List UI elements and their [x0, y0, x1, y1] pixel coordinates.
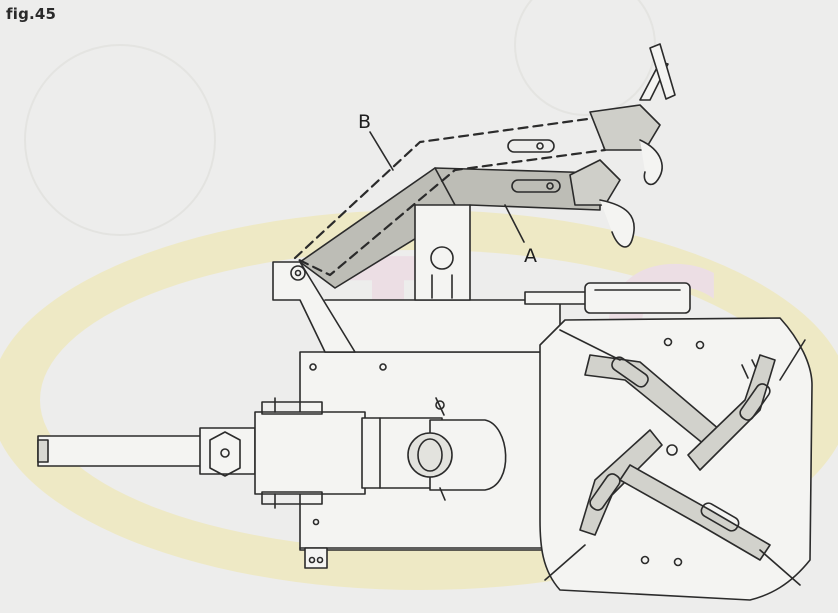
callout-b: B: [358, 111, 371, 133]
turntable-slots: [544, 329, 806, 586]
clamp-jaw-upper-right: [687, 354, 776, 471]
arm-position-a: [299, 159, 635, 301]
arm-b-tool-head: [507, 43, 676, 186]
leader-line-a: [504, 204, 525, 243]
bead-breaker-head: [407, 397, 507, 501]
figure-number: fig.45: [6, 5, 57, 23]
leader-line-b: [369, 131, 394, 171]
clamp-jaw-lower-right: [619, 464, 771, 561]
clamp-jaw-lower-left: [579, 429, 663, 536]
callout-a: A: [524, 245, 537, 267]
